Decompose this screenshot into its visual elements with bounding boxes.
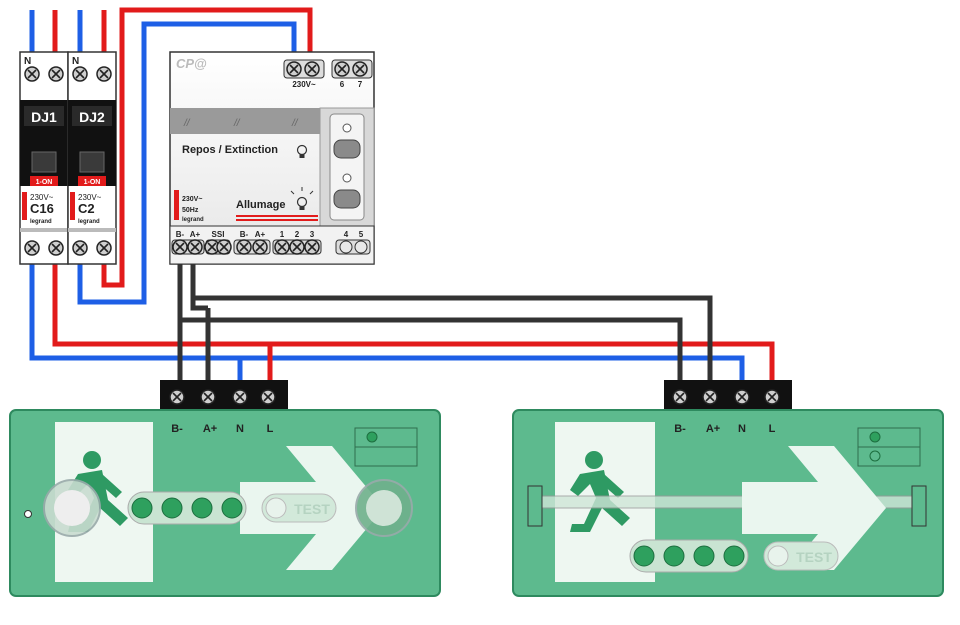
wire-neutral-signs: [29, 262, 745, 388]
sign1-terminal-aplus: A+: [203, 423, 217, 435]
exit-arrow-icon: [742, 446, 886, 570]
mode-off-label: Repos / Extinction: [182, 144, 278, 156]
aux-terminal-6: 6: [340, 80, 345, 89]
test-label: TEST: [796, 549, 832, 565]
sign2-terminal-l: L: [769, 423, 776, 435]
led-indicator-bar: [629, 539, 749, 573]
terminal-label-aplus-1: A+: [190, 230, 201, 239]
breaker-neutral-label: N: [24, 56, 31, 67]
aux-terminal-7: 7: [358, 80, 363, 89]
breaker-voltage: 230V~: [78, 193, 102, 202]
mode-on-label: Allumage: [236, 199, 286, 211]
controller-module: CP@ 230V~ 6 7 // // // Repos / Extinctio…: [169, 51, 375, 265]
sign2-terminal-aplus: A+: [706, 423, 720, 435]
breaker-brand: legrand: [78, 219, 100, 225]
terminal-label-4: 4: [344, 230, 349, 239]
supply-label: 230V~: [292, 80, 316, 89]
svg-text://: //: [291, 118, 299, 129]
svg-text://: //: [183, 118, 191, 129]
bottom-terminal-labels: B- A+ SSI B- A+ 1 2 3 4 5: [176, 230, 364, 239]
breaker-brand: legrand: [30, 219, 52, 225]
sign2-terminal-bminus: B-: [674, 423, 686, 435]
terminal-label-bminus-2: B-: [240, 230, 249, 239]
on-button[interactable]: [333, 189, 361, 209]
sign1-terminal-bminus: B-: [171, 423, 183, 435]
sign2-terminal-n: N: [738, 423, 746, 435]
breaker-neutral-label: N: [72, 56, 79, 67]
wire-live-signs: [52, 262, 775, 388]
test-label: TEST: [294, 501, 330, 517]
terminal-label-5: 5: [359, 230, 364, 239]
svg-text://: //: [233, 118, 241, 129]
breaker-dj2: N DJ2 1-ON 230V~ C2 legrand: [67, 51, 117, 265]
terminal-label-3: 3: [310, 230, 315, 239]
breaker-rating: C2: [78, 201, 95, 216]
terminal-label-aplus-2: A+: [255, 230, 266, 239]
rating-voltage: 230V~: [182, 196, 202, 203]
rating-freq: 50Hz: [182, 207, 199, 214]
wires: [29, 7, 775, 388]
terminal-label-ssi: SSI: [212, 230, 225, 239]
breaker-id: DJ1: [31, 109, 57, 125]
exit-sign-2: B- A+ N L TEST: [512, 380, 944, 597]
bulb-on-icon: [290, 187, 314, 210]
wire-bus-aplus: [190, 262, 713, 388]
breaker-state: 1-ON: [36, 179, 53, 186]
breaker-rating: C16: [30, 201, 54, 216]
breaker-voltage: 230V~: [30, 193, 54, 202]
terminal-label-1: 1: [280, 230, 285, 239]
terminal-label-2: 2: [295, 230, 300, 239]
sign1-terminal-l: L: [267, 423, 274, 435]
wire-neutral-controller: [77, 21, 297, 305]
led-indicator-bar: [127, 491, 247, 525]
sign1-terminal-n: N: [236, 423, 244, 435]
off-button[interactable]: [333, 139, 361, 159]
controller-logo: CP@: [176, 56, 207, 71]
exit-sign-1: B- A+ N L TEST: [9, 380, 441, 597]
breaker-dj1: N DJ1 1-ON 230V~ C16 legrand: [19, 51, 69, 265]
rating-brand: legrand: [182, 217, 204, 223]
breaker-state: 1-ON: [84, 179, 101, 186]
terminal-label-bminus-1: B-: [176, 230, 185, 239]
breaker-id: DJ2: [79, 109, 105, 125]
wire-bus-bminus: [177, 262, 683, 388]
bulb-off-icon: [296, 144, 308, 158]
wire-live-controller: [101, 7, 313, 288]
